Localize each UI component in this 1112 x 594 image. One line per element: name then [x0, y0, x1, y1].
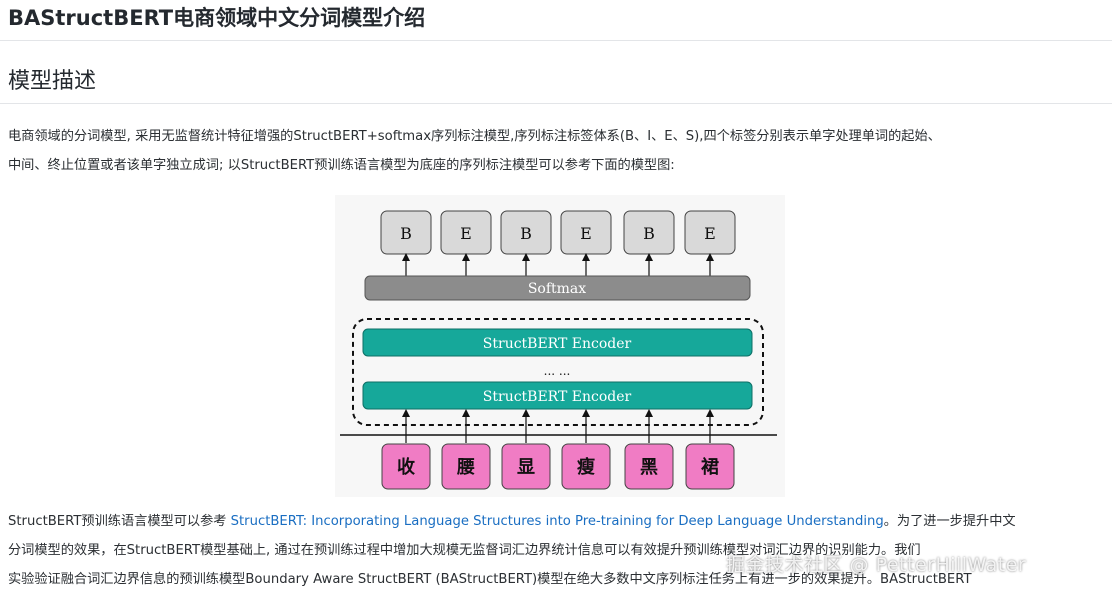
body-line-1: StructBERT预训练语言模型可以参考 StructBERT: Incorp… [8, 507, 1108, 536]
input-token-box [441, 443, 491, 490]
structbert-paper-link[interactable]: StructBERT: Incorporating Language Struc… [230, 514, 884, 529]
model-diagram-svg: B E B E B E Softmax StructBERT Encoder ... ..… [340, 210, 777, 490]
softmax-label: Softmax [528, 281, 586, 297]
output-label: B [520, 224, 532, 243]
output-label: E [580, 224, 592, 243]
input-token: 腰 [456, 457, 475, 478]
intro-paragraph: 电商领域的分词模型, 采用无监督统计特征增强的StructBERT+softma… [8, 122, 1108, 180]
encoder-ellipsis: ... ... [544, 364, 571, 378]
encoder-group-frame [352, 318, 764, 426]
section-divider [0, 103, 1112, 104]
output-label: E [704, 224, 716, 243]
input-token-box [685, 443, 735, 490]
input-token: 显 [517, 457, 535, 478]
body-line-3: 实验验证融合词汇边界信息的预训练模型Boundary Aware StructB… [8, 572, 972, 587]
intro-line-1: 电商领域的分词模型, 采用无监督统计特征增强的StructBERT+softma… [8, 129, 941, 144]
output-label: B [643, 224, 655, 243]
softmax-layer [364, 275, 751, 301]
input-token-box [561, 443, 611, 490]
input-token-box [381, 443, 431, 490]
input-token: 黑 [640, 457, 658, 478]
input-token: 瘦 [577, 456, 595, 478]
input-token-box [501, 443, 551, 490]
page-title: BAStructBERT电商领域中文分词模型介绍 [8, 6, 426, 30]
body-line-2: 分词模型的效果，在StructBERT模型基础上, 通过在预训练过程中增加大规模… [8, 543, 921, 558]
output-label: B [400, 224, 412, 243]
title-divider [0, 40, 1112, 41]
encoder-bottom-label: StructBERT Encoder [483, 389, 632, 405]
model-diagram: B E B E B E Softmax StructBERT Encoder ... ..… [335, 195, 785, 497]
encoder-bottom-layer [362, 381, 753, 410]
watermark: 掘金技术社区 @ PetterHillWater [726, 554, 1027, 576]
body-paragraph: StructBERT预训练语言模型可以参考 StructBERT: Incorp… [8, 507, 1108, 594]
body-line-1-prefix: StructBERT预训练语言模型可以参考 [8, 514, 231, 529]
input-token-box [624, 443, 674, 490]
section-title: 模型描述 [8, 69, 97, 94]
input-token: 收 [397, 456, 415, 478]
body-line-1-suffix: 。为了进一步提升中文 [883, 514, 1016, 529]
output-label: E [460, 224, 472, 243]
input-token: 裙 [701, 456, 719, 478]
encoder-top-layer [362, 328, 753, 357]
intro-line-2: 中间、终止位置或者该单字独立成词; 以StructBERT预训练语言模型为底座的… [8, 158, 675, 173]
encoder-top-label: StructBERT Encoder [483, 336, 632, 352]
